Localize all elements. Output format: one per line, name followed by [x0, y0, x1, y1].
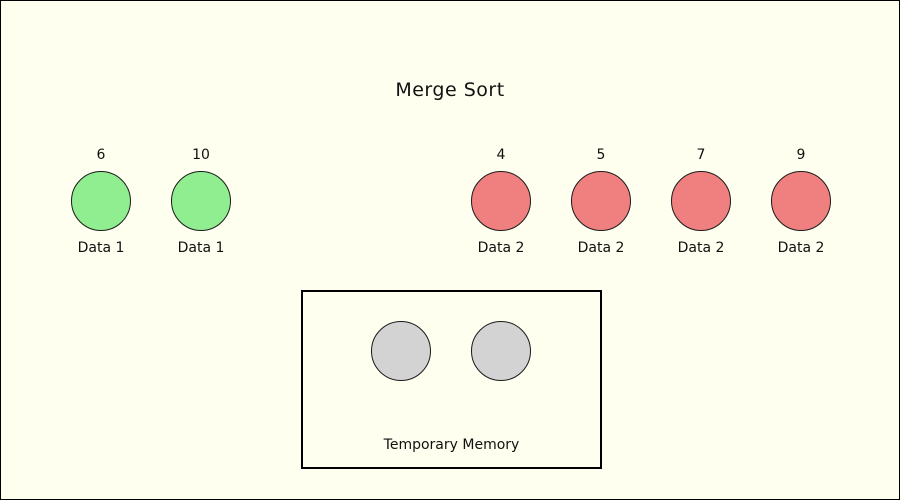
temporary-memory-box: [301, 290, 602, 469]
data1-node-label: Data 1: [177, 240, 225, 256]
data1-node-circle: [171, 171, 231, 231]
data2-node-circle: [571, 171, 631, 231]
data2-node-label: Data 2: [577, 240, 625, 256]
data2-node-circle: [671, 171, 731, 231]
data1-node-value: 6: [96, 147, 106, 163]
temp-memory-slot: [471, 321, 531, 381]
data2-node-value: 7: [696, 147, 706, 163]
page-title: Merge Sort: [395, 79, 505, 101]
data2-node-value: 5: [596, 147, 606, 163]
data1-node-circle: [71, 171, 131, 231]
data2-node-label: Data 2: [477, 240, 525, 256]
temporary-memory-label: Temporary Memory: [383, 437, 520, 453]
data1-node-label: Data 1: [77, 240, 125, 256]
temp-memory-slot: [371, 321, 431, 381]
data2-node-value: 9: [796, 147, 806, 163]
data2-node-circle: [771, 171, 831, 231]
data2-node-value: 4: [496, 147, 506, 163]
data2-node-label: Data 2: [777, 240, 825, 256]
data2-node-label: Data 2: [677, 240, 725, 256]
data2-node-circle: [471, 171, 531, 231]
data1-node-value: 10: [192, 147, 210, 163]
